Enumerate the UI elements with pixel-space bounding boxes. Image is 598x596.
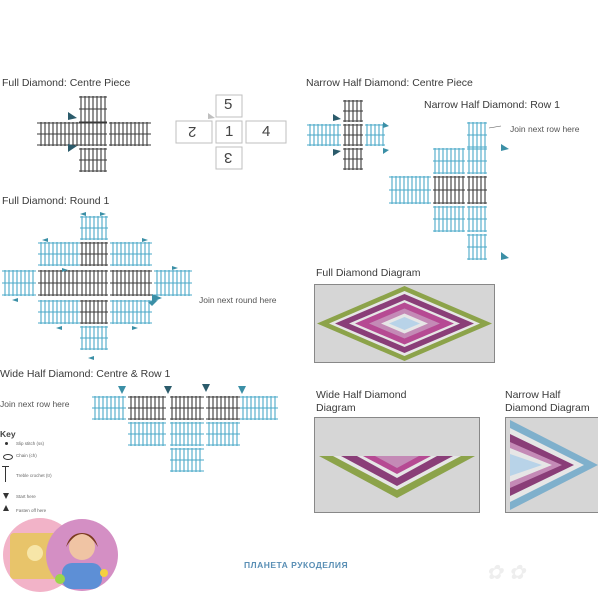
narrow-row1-chart — [385, 118, 520, 263]
full-diamond-diagram — [314, 284, 495, 363]
title-narrow-diagram-2: Diamond Diagram — [505, 402, 590, 414]
note-join-next-row-1: Join next row here — [510, 124, 580, 134]
chain-icon — [3, 454, 13, 460]
treble-crochet-icon-bar — [2, 466, 9, 467]
title-wide-centre-row1: Wide Half Diamond: Centre & Row 1 — [0, 368, 171, 380]
order-number: 3 — [224, 149, 233, 166]
title-full-diagram: Full Diamond Diagram — [316, 267, 421, 279]
key-title: Key — [0, 429, 16, 439]
title-wide-diagram-2: Diagram — [316, 402, 356, 414]
narrow-half-diamond-diagram — [505, 417, 598, 513]
title-full-centre: Full Diamond: Centre Piece — [2, 77, 131, 89]
narrow-centre-chart — [303, 96, 395, 178]
watermark: ✿ ✿ — [486, 562, 526, 584]
note-join-next-round: Join next round here — [199, 295, 277, 305]
full-centre-chart — [32, 92, 157, 174]
start-here-icon — [3, 493, 9, 499]
key-item: Chain (ch) — [16, 453, 37, 458]
order-number: 4 — [262, 123, 271, 140]
treble-crochet-icon — [5, 466, 6, 482]
title-wide-diagram-1: Wide Half Diamond — [316, 389, 407, 401]
avatar — [0, 513, 120, 593]
key-item: Fasten off here — [16, 508, 47, 513]
slip-stitch-icon — [5, 442, 8, 445]
order-number: 1 — [225, 123, 234, 140]
fasten-off-icon — [3, 505, 9, 511]
wide-centre-row1-chart — [88, 380, 288, 476]
title-narrow-row1: Narrow Half Diamond: Row 1 — [424, 99, 560, 111]
title-narrow-diagram-1: Narrow Half — [505, 389, 561, 401]
footer-brand: ПЛАНЕТА РУКОДЕЛИЯ — [244, 560, 349, 570]
wide-half-diamond-diagram — [314, 417, 480, 513]
note-join-next-row-2: Join next row here — [0, 399, 70, 409]
key-item: Treble crochet (tr) — [16, 473, 52, 478]
order-diagram: 5 2 1 4 3 — [172, 93, 290, 173]
key-item: Slip stitch (ss) — [16, 441, 45, 446]
full-round1-chart — [2, 210, 200, 362]
key-item: Start here — [16, 494, 36, 499]
order-number: 2 — [188, 123, 197, 140]
title-narrow-centre: Narrow Half Diamond: Centre Piece — [306, 77, 473, 89]
title-full-round1: Full Diamond: Round 1 — [2, 195, 110, 207]
order-number: 5 — [224, 96, 233, 113]
